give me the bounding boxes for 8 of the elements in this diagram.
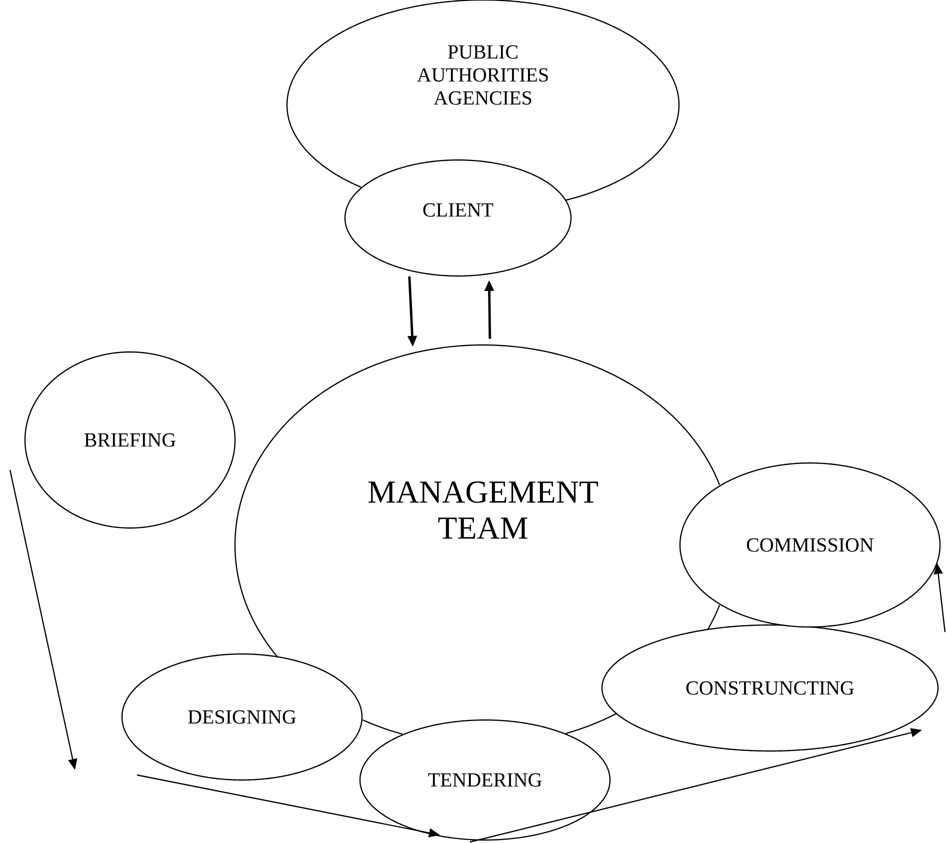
node-label: DESIGNING xyxy=(188,710,296,724)
node-label: BRIEFING xyxy=(84,433,176,447)
node-label: PUBLIC AUTHORITIES AGENCIES xyxy=(417,45,548,105)
node-label: TENDERING xyxy=(428,773,542,787)
node-label: COMMISSION xyxy=(746,538,874,552)
node-label: CLIENT xyxy=(423,203,494,217)
node-label: MANAGEMENT TEAM xyxy=(368,481,598,539)
node-label: CONSTRUNCTING xyxy=(686,681,854,695)
